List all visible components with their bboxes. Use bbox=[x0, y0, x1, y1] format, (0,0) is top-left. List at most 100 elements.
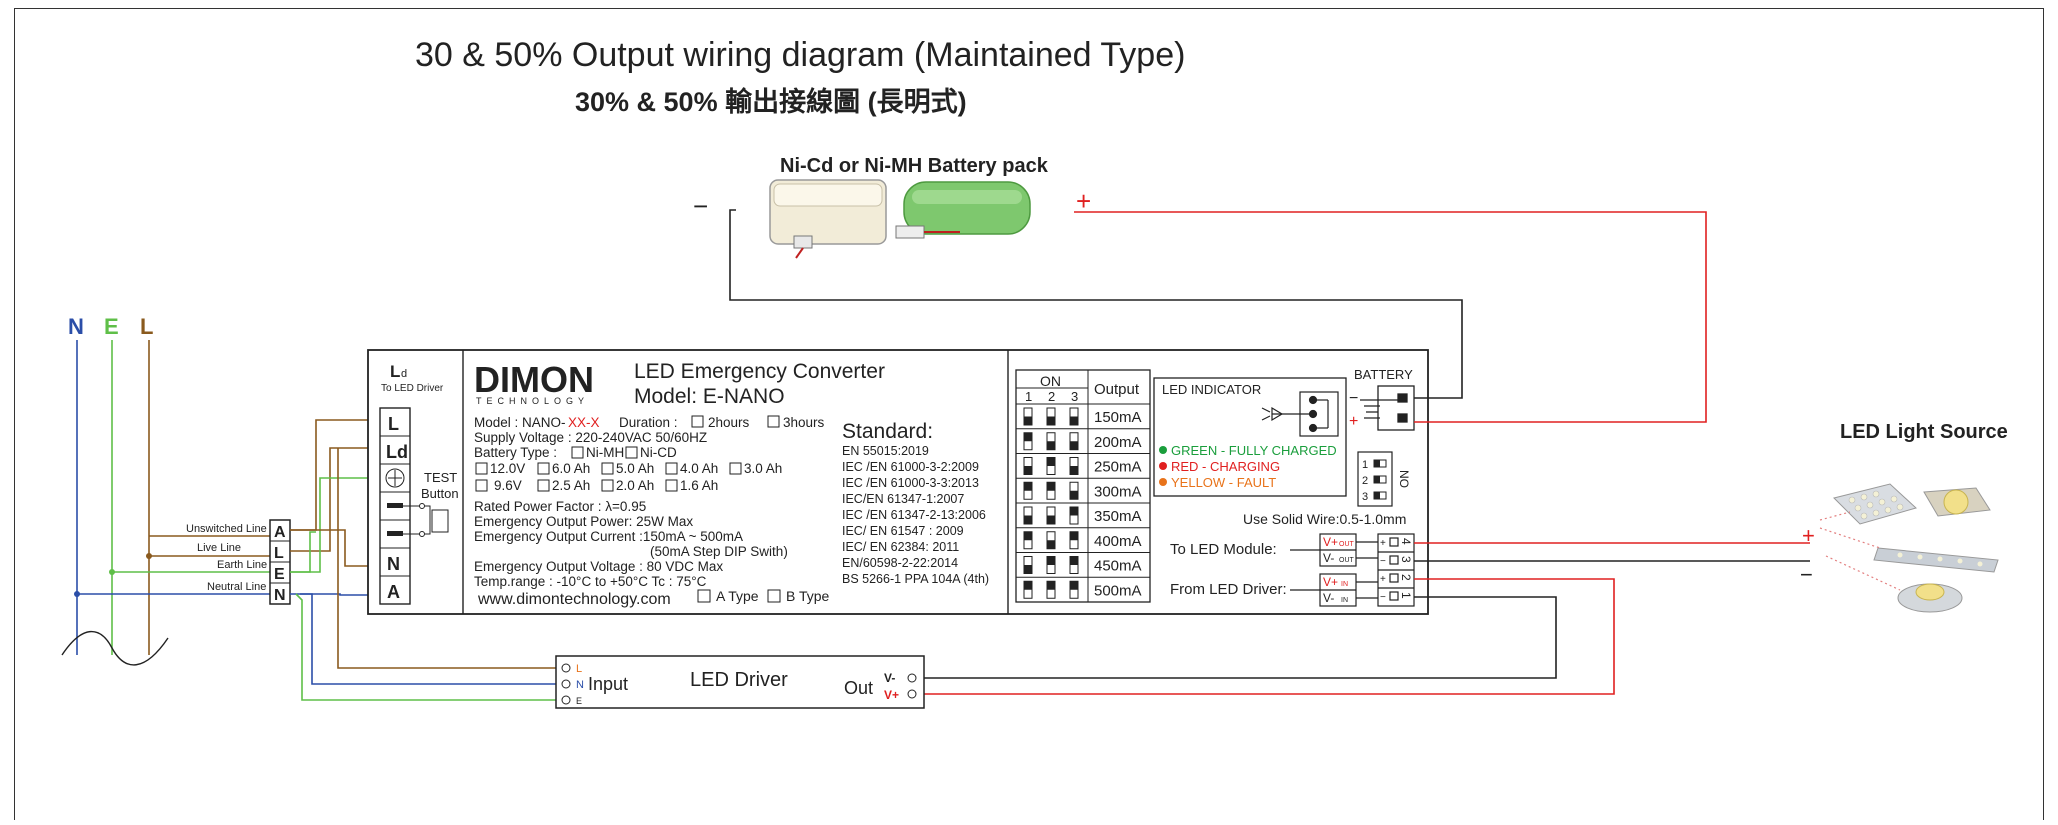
spec-voltage: Emergency Output Voltage : 80 VDC Max bbox=[474, 559, 723, 574]
term-num-1: 1 bbox=[1399, 592, 1413, 599]
standard-item: IEC /EN 61000-3-2:2009 bbox=[842, 460, 979, 474]
driver-l-terminal bbox=[561, 663, 571, 673]
dip-output-header: Output bbox=[1094, 381, 1140, 398]
standard-item: IEC /EN 61347-2-13:2006 bbox=[842, 508, 986, 522]
spec-a-type: A Type bbox=[716, 588, 759, 604]
spec-4ah: 4.0 Ah bbox=[680, 461, 718, 476]
spec-power: Emergency Output Power: 25W Max bbox=[474, 514, 693, 529]
dip-switch-knob-on bbox=[1024, 482, 1032, 491]
dip-switch-knob-on bbox=[1047, 556, 1055, 565]
dip-on-label: ON bbox=[1040, 373, 1061, 389]
standard-item: IEC/EN 61347-1:2007 bbox=[842, 492, 964, 506]
dip-switch-knob-off bbox=[1024, 515, 1032, 524]
mains-n-label: N bbox=[68, 314, 84, 339]
spec-1ah6: 1.6 Ah bbox=[680, 478, 718, 493]
switch-num-1: 1 bbox=[1362, 459, 1368, 471]
spec-2ah: 2.0 Ah bbox=[616, 478, 654, 493]
dip-switch-knob-on bbox=[1047, 482, 1055, 491]
led-modules-image bbox=[1819, 483, 1999, 613]
alen-to-module-wires bbox=[290, 419, 562, 701]
led-yellow-text: YELLOW - FAULT bbox=[1171, 475, 1276, 490]
yellow-dot-icon bbox=[1159, 478, 1167, 486]
dip-switch-knob-on bbox=[1070, 581, 1078, 590]
term-sign-1: − bbox=[1380, 592, 1386, 603]
switch-num-3: 3 bbox=[1362, 491, 1368, 503]
test-label: TEST bbox=[424, 470, 457, 485]
spec-supply: Supply Voltage : 220-240VAC 50/60HZ bbox=[474, 430, 707, 445]
terminal-strip bbox=[379, 407, 449, 605]
to-led-module-label: To LED Module: bbox=[1170, 541, 1277, 558]
standard-title: Standard: bbox=[842, 420, 933, 443]
spec-current: Emergency Output Current :150mA ~ 500mA bbox=[474, 529, 743, 544]
spec-model-prefix: Model : NANO- bbox=[474, 415, 566, 430]
spec-2hours: 2hours bbox=[708, 415, 750, 430]
from-led-driver-label: From LED Driver: bbox=[1170, 581, 1287, 598]
dip-switch-knob-off bbox=[1024, 565, 1032, 574]
vminus-in-label: V- bbox=[1323, 591, 1334, 605]
driver-n-terminal bbox=[561, 679, 571, 689]
spec-2ah5: 2.5 Ah bbox=[552, 478, 590, 493]
dip-output-value: 200mA bbox=[1094, 434, 1142, 451]
driver-e-terminal bbox=[561, 695, 571, 705]
spec-nicd: Ni-CD bbox=[640, 445, 677, 460]
product-line2: Model: E-NANO bbox=[634, 385, 785, 408]
vplus-in-label: V+ bbox=[1323, 575, 1338, 589]
dip-switch-knob-on bbox=[1070, 507, 1078, 516]
driver-vplus-label: V+ bbox=[884, 688, 899, 702]
button-label: Button bbox=[421, 486, 459, 501]
red-dot-icon bbox=[1159, 462, 1167, 470]
green-dot-icon bbox=[1159, 446, 1167, 454]
spec-6ah: 6.0 Ah bbox=[552, 461, 590, 476]
driver-e-label: E bbox=[576, 696, 582, 706]
config-dip-switch bbox=[1357, 451, 1393, 507]
battery-pack-plus: + bbox=[1076, 186, 1091, 216]
term-sign-4: + bbox=[1380, 538, 1386, 549]
diagram-subtitle: 30% & 50% 輸出接線圖 (長明式) bbox=[575, 86, 967, 117]
standard-item: IEC /EN 61000-3-3:2013 bbox=[842, 476, 979, 490]
diagram-title: 30 & 50% Output wiring diagram (Maintain… bbox=[415, 36, 1185, 74]
driver-n-label: N bbox=[576, 679, 584, 691]
led-red-text: RED - CHARGING bbox=[1171, 459, 1280, 474]
dip-switch-knob-on bbox=[1024, 531, 1032, 541]
dip-switch-knob-off bbox=[1047, 540, 1055, 549]
driver-vminus-label: V- bbox=[884, 671, 895, 685]
dip-switch-knob-on bbox=[1024, 432, 1032, 442]
dip-switch-knob-on bbox=[1070, 531, 1078, 541]
spec-9v6: 9.6V bbox=[494, 478, 522, 493]
led-indicator-symbol bbox=[1261, 391, 1339, 437]
terminal-l: L bbox=[388, 414, 399, 434]
brand-tech: TECHNOLOGY bbox=[476, 396, 589, 406]
dip-switch-knob-on bbox=[1047, 457, 1055, 466]
spec-3ah: 3.0 Ah bbox=[744, 461, 782, 476]
vplus-in-suffix: IN bbox=[1341, 581, 1348, 588]
to-led-driver-label: To LED Driver bbox=[381, 383, 444, 394]
spec-battery-type: Battery Type : bbox=[474, 445, 557, 460]
standard-item: EN/60598-2-22:2014 bbox=[842, 556, 958, 570]
battery-connector-plus: + bbox=[1349, 413, 1358, 430]
terminal-n: N bbox=[387, 554, 400, 574]
spec-12v: 12.0V bbox=[490, 461, 525, 476]
standard-item: EN 55015:2019 bbox=[842, 444, 929, 458]
spec-3hours: 3hours bbox=[783, 415, 825, 430]
dip-col-1: 1 bbox=[1025, 389, 1032, 404]
alen-l: L bbox=[274, 545, 284, 562]
light-source-label: LED Light Source bbox=[1840, 421, 2008, 443]
output-terminal-block bbox=[1290, 533, 1415, 607]
driver-title: LED Driver bbox=[690, 669, 788, 691]
led-driver-box bbox=[555, 655, 925, 709]
vplus-out-label: V+ bbox=[1323, 535, 1338, 549]
spec-pf: Rated Power Factor : λ=0.95 bbox=[474, 499, 646, 514]
driver-vplus-terminal bbox=[907, 689, 917, 699]
vminus-out-suffix: OUT bbox=[1339, 557, 1355, 564]
standard-item: IEC/ EN 61547 : 2009 bbox=[842, 524, 964, 538]
dip-switch-knob-off bbox=[1024, 416, 1032, 425]
battery-pack-image bbox=[769, 179, 1031, 259]
ld-sub-label: d bbox=[401, 368, 407, 380]
dip-switch-knob-on bbox=[1070, 556, 1078, 565]
alen-terminal-block bbox=[269, 519, 291, 605]
spec-nimh: Ni-MH bbox=[586, 445, 624, 460]
brand-logo: DIMON bbox=[474, 359, 594, 400]
dip-output-value: 150mA bbox=[1094, 409, 1142, 426]
spec-duration: Duration : bbox=[619, 415, 678, 430]
